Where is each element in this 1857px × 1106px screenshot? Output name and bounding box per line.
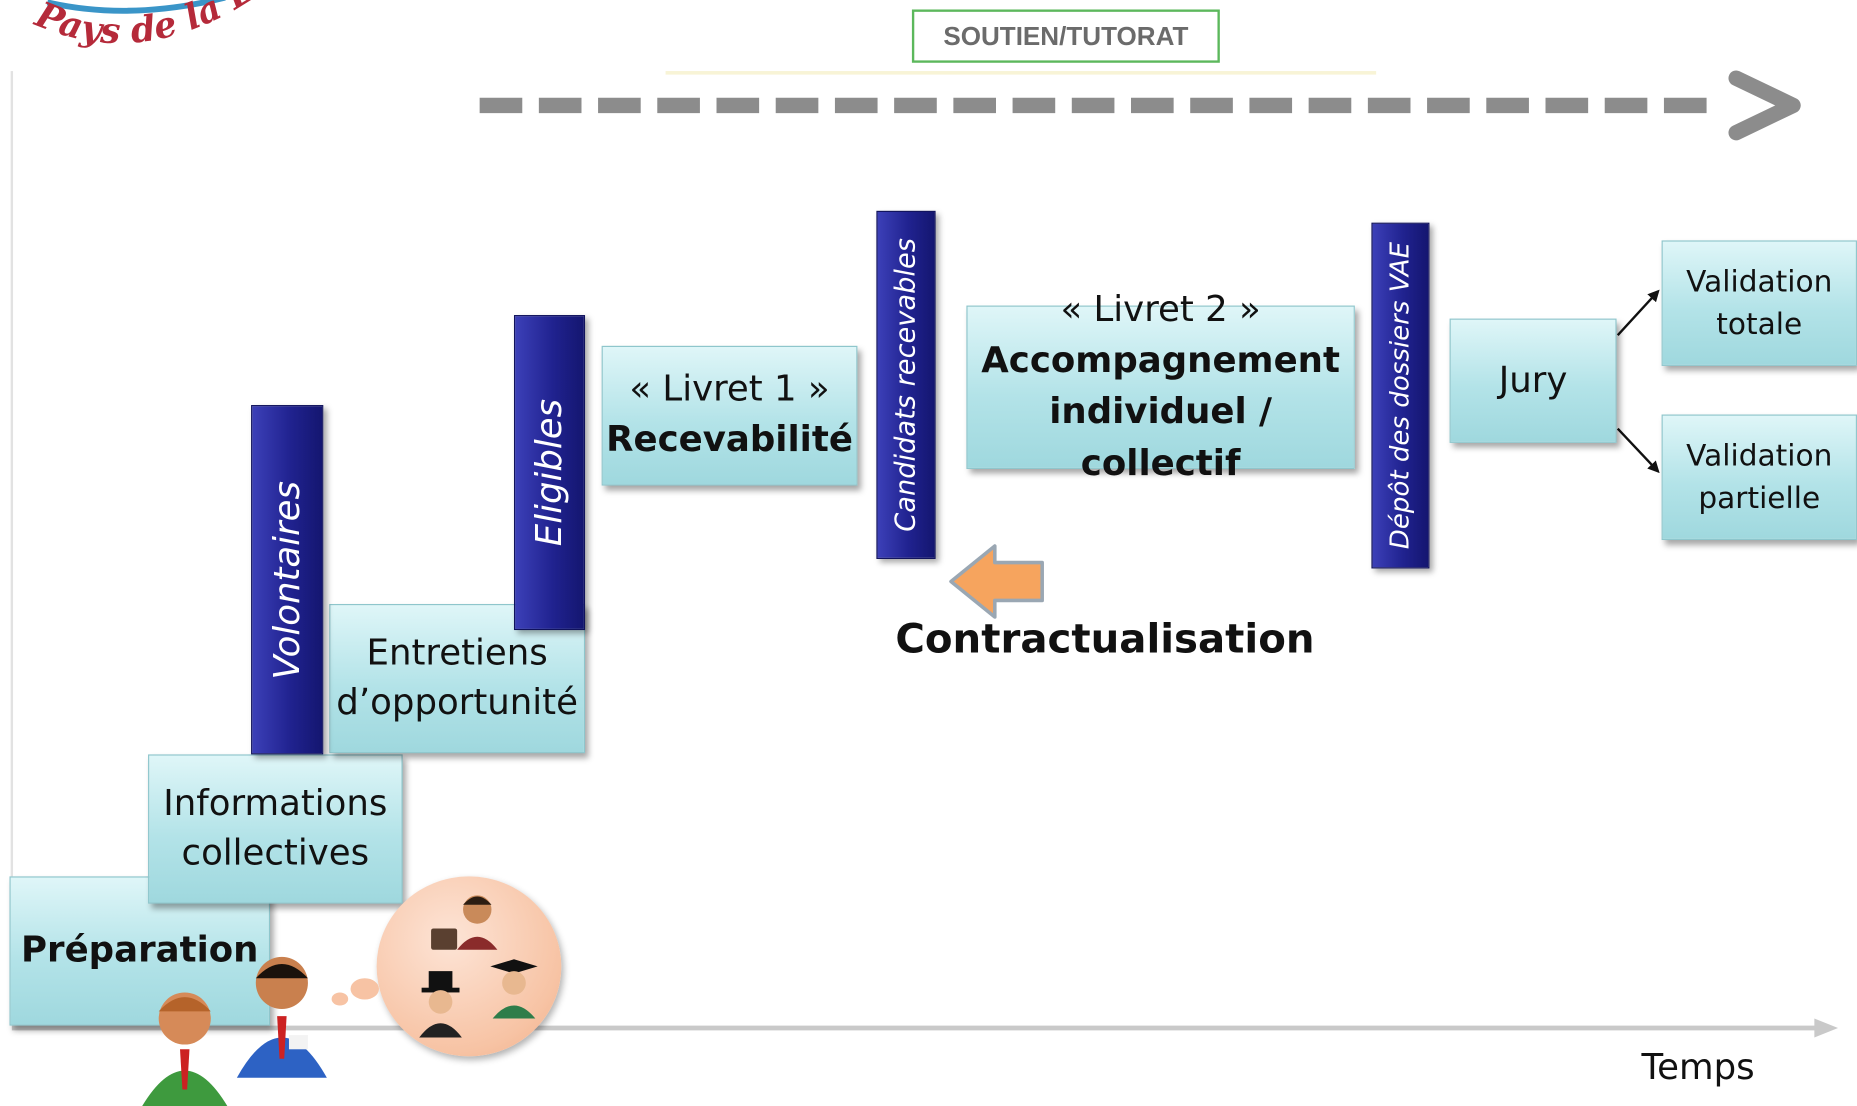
header-label-box: SOUTIEN/TUTORAT [911,9,1220,63]
logo-arc [46,0,226,14]
gate-candidats-recevables: Candidats recevables [876,210,936,559]
time-axis-head [1814,1018,1839,1038]
arrow-to-totale [1616,289,1660,336]
bubble-people-icons [419,895,538,1038]
step-informations-line1: Informations [163,782,388,825]
step-livret1: « Livret 1 » Recevabilité [601,345,858,486]
contract-label: Contractualisation [895,615,1315,664]
header-underline [665,71,1377,75]
step-validation-partielle-line2: partielle [1698,480,1821,516]
contract-arrow-icon [949,544,1044,619]
header-label: SOUTIEN/TUTORAT [943,20,1189,51]
step-livret2-line1: « Livret 2 » [1060,288,1261,331]
step-validation-partielle: Validation partielle [1661,414,1857,541]
gate-volontaires: Volontaires [251,405,324,755]
gate-candidats-label: Candidats recevables [890,238,922,532]
arrow-to-partielle [1616,427,1660,474]
gate-volontaires-label: Volontaires [266,480,308,680]
top-hat-person-icon [419,971,462,1038]
gate-depot-dossiers: Dépôt des dossiers VAE [1371,222,1430,569]
logo: Pays de la Loire [0,0,261,52]
people-icons [142,956,327,1106]
time-axis-label: Temps [1641,1046,1755,1089]
gate-eligibles-label: Eligibles [528,398,571,547]
step-informations: Informations collectives [148,754,403,904]
step-entretiens-line1: Entretiens [366,632,548,674]
step-entretiens-line2: d’opportunité [336,682,578,724]
step-livret1-line2: Recevabilité [606,419,853,461]
step-livret2-line2: Accompagnement [981,339,1340,382]
bubble-tail-1 [350,978,379,1000]
step-preparation-label: Préparation [21,929,259,972]
step-livret2-line3: individuel / collectif [1049,391,1272,485]
step-informations-line2: collectives [181,832,370,875]
progress-arrow-head [1728,70,1801,141]
graduate-icon [490,959,538,1019]
step-jury: Jury [1449,318,1617,443]
left-guide-line [10,71,14,877]
step-livret1-line1: « Livret 1 » [629,368,830,411]
gate-eligibles: Eligibles [513,315,586,631]
step-validation-totale-line1: Validation [1686,263,1833,299]
person-green-icon [142,992,228,1106]
step-livret2: « Livret 2 » Accompagnement individuel /… [966,289,1355,484]
step-validation-totale: Validation totale [1661,240,1857,366]
businessman-icon [431,895,498,950]
step-validation-totale-line2: totale [1716,306,1803,342]
step-validation-partielle-line1: Validation [1686,437,1833,473]
gate-depot-label: Dépôt des dossiers VAE [1385,241,1416,550]
step-jury-label: Jury [1498,359,1568,401]
bubble-tail-2 [331,992,349,1006]
person-blue-icon [236,956,327,1078]
